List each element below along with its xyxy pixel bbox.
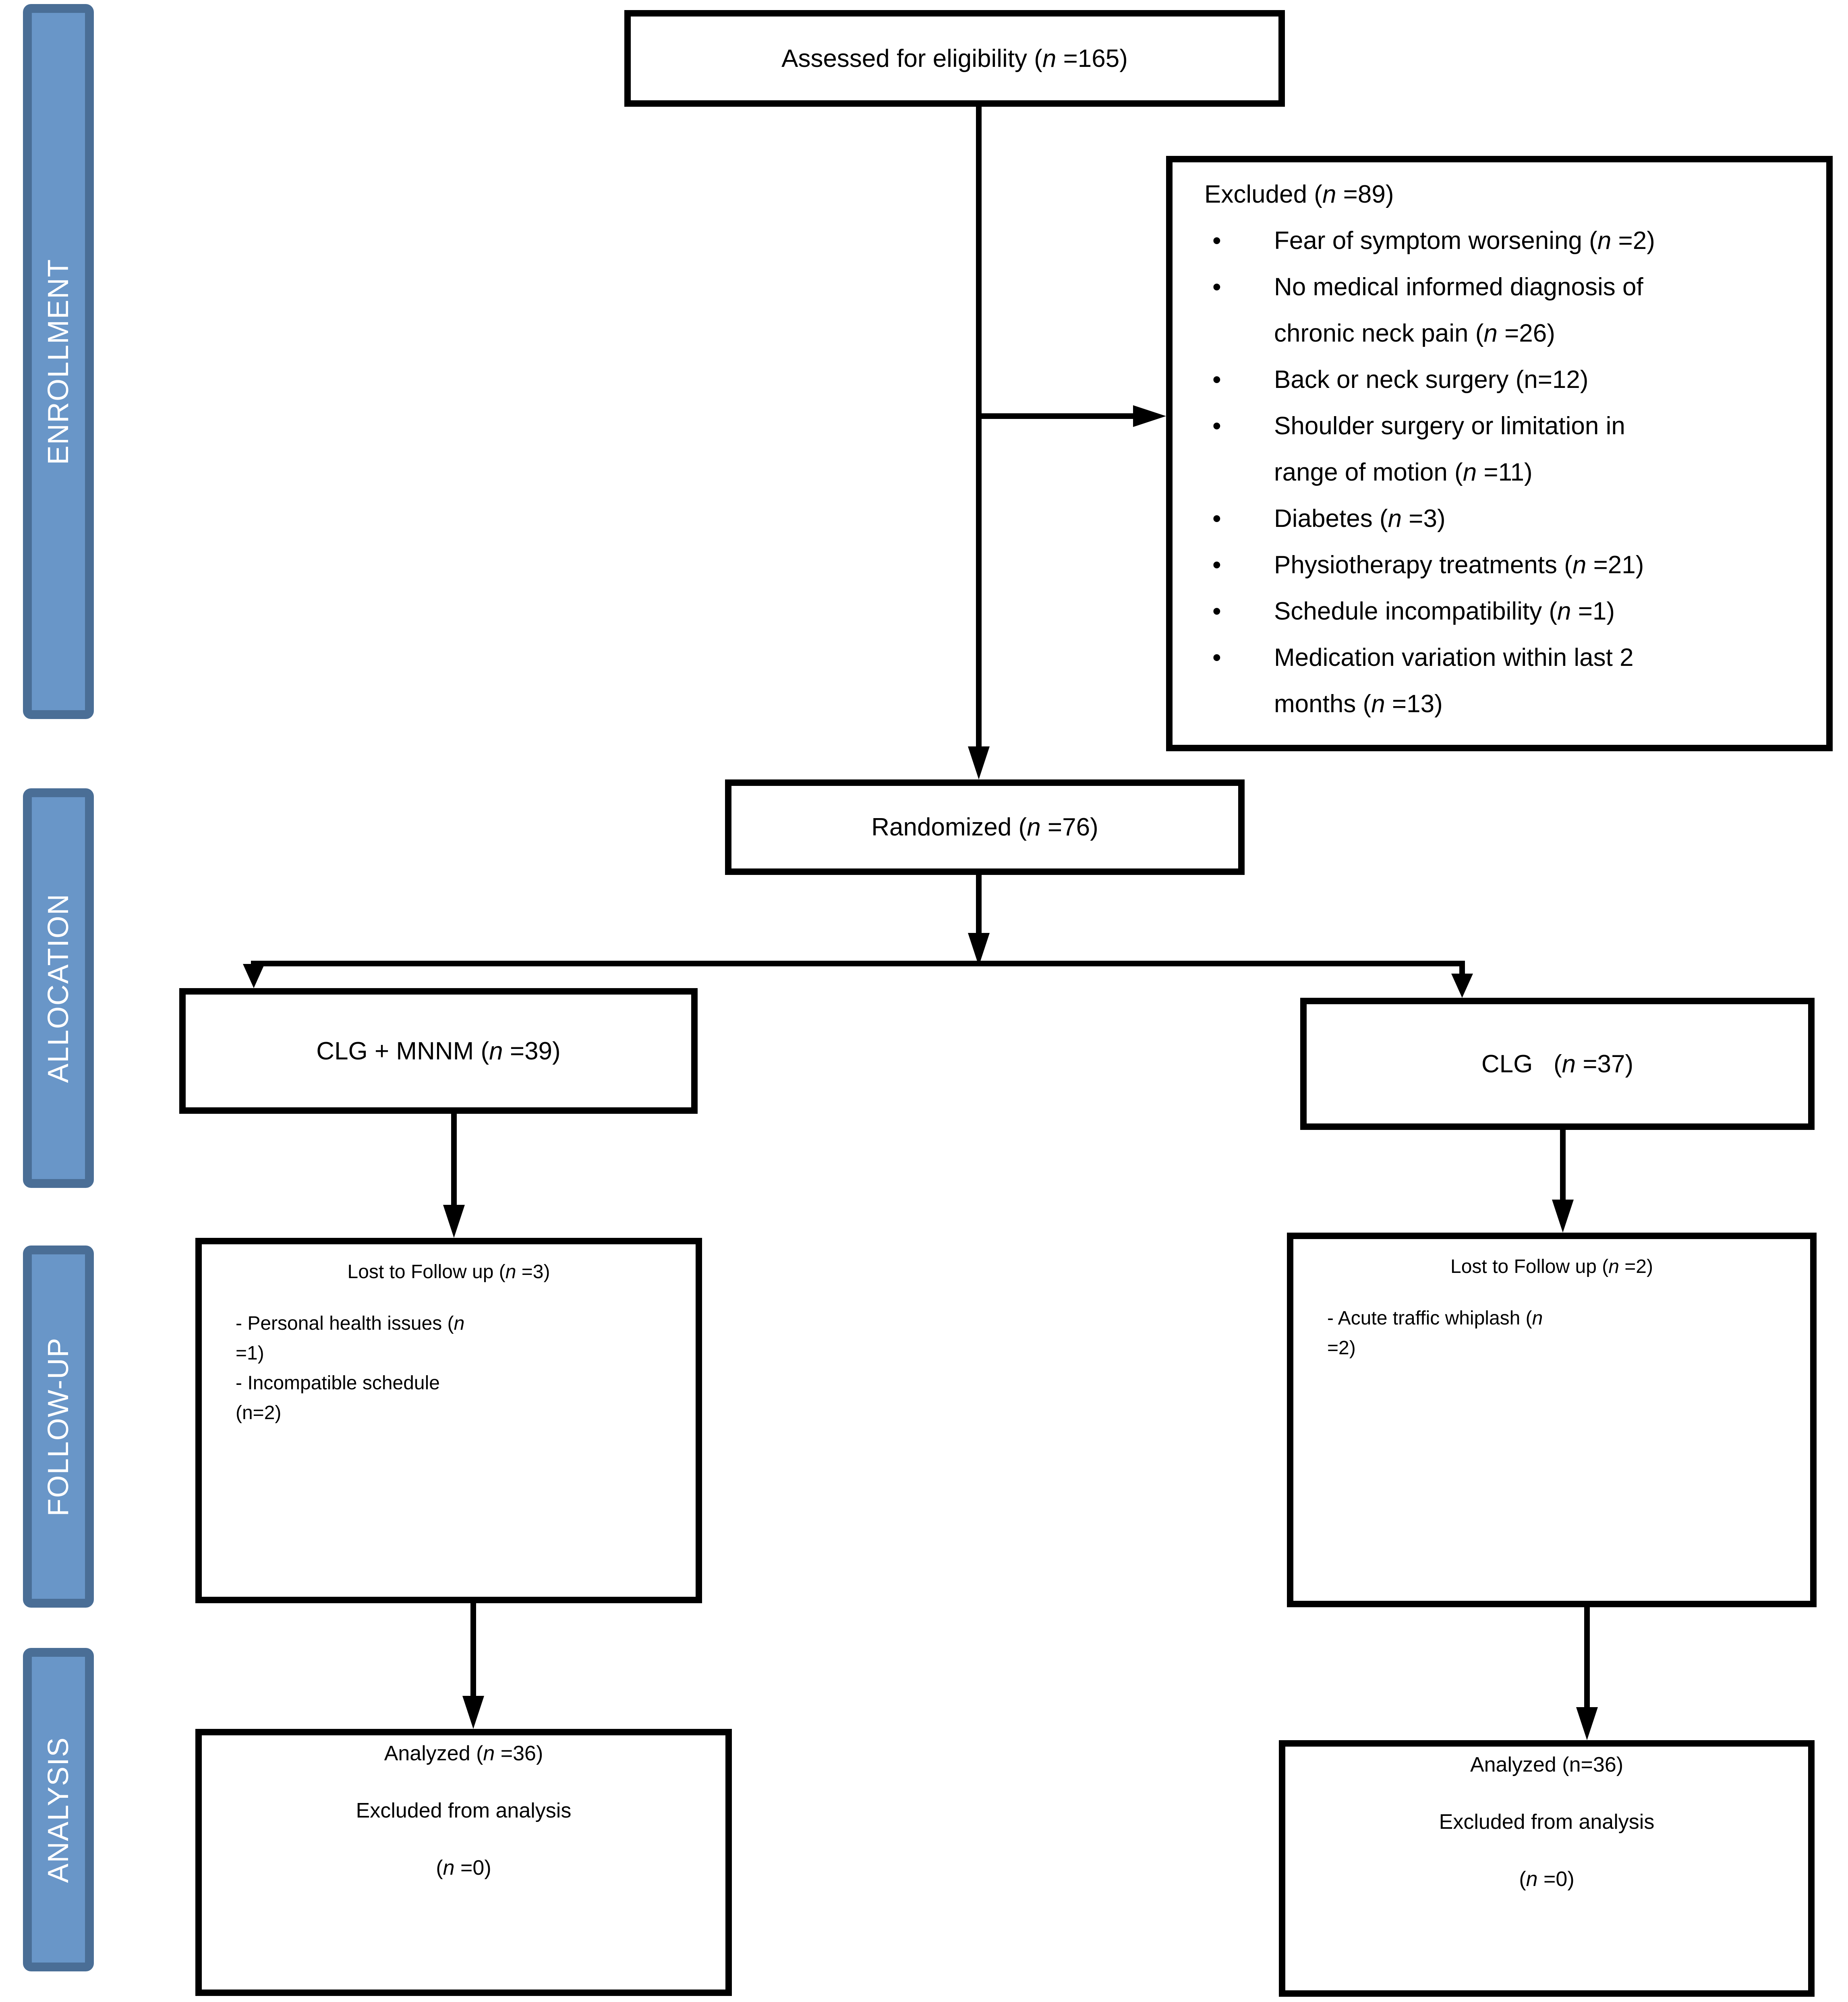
stage-label-followup: FOLLOW-UP: [42, 1337, 75, 1516]
sidebar-stage-enrollment: ENROLLMENT: [23, 4, 94, 719]
arrowhead-into-randomized: [968, 746, 990, 779]
bullet-icon: •: [1212, 505, 1221, 533]
excluded-item-line: Medication variation within last 2: [1274, 644, 1634, 671]
stage-label-allocation: ALLOCATION: [42, 893, 75, 1083]
excluded-item-line: range of motion (n =11): [1274, 458, 1533, 486]
randomized-label: Randomized (n =76): [871, 813, 1098, 841]
bullet-icon: •: [1212, 597, 1221, 625]
followup-left-item-line: - Incompatible schedule: [236, 1372, 440, 1394]
followup-left-box: Lost to Follow up (n =3) - Personal heal…: [195, 1238, 702, 1603]
excluded-item-line: chronic neck pain (n =26): [1274, 319, 1555, 347]
clg-box: CLG (n =37): [1300, 998, 1815, 1130]
randomized-box: Randomized (n =76): [725, 779, 1245, 875]
clg-label: CLG (n =37): [1481, 1050, 1634, 1078]
bullet-icon: •: [1212, 412, 1221, 440]
analysis-left-box: Analyzed (n =36) Excluded from analysis …: [195, 1729, 732, 1996]
excluded-item: • Back or neck surgery (n=12): [1204, 356, 1810, 403]
connector-clg-to-followup: [1560, 1130, 1566, 1202]
analyzed-right-label: Analyzed (n=36): [1470, 1753, 1624, 1776]
followup-left-title: Lost to Follow up (n =3): [347, 1261, 550, 1283]
assessed-label: Assessed for eligibility (n =165): [781, 44, 1128, 73]
excluded-box: Excluded (n =89) • Fear of symptom worse…: [1166, 156, 1833, 751]
excluded-item: • Medication variation within last 2 mon…: [1204, 634, 1810, 727]
excluded-item-line: Diabetes (n =3): [1274, 505, 1446, 533]
arrowhead-into-excluded: [1133, 405, 1166, 427]
sidebar-stage-followup: FOLLOW-UP: [23, 1246, 94, 1608]
arrowhead-into-followup-right: [1552, 1200, 1574, 1233]
excluded-item-line: Physiotherapy treatments (n =21): [1274, 551, 1644, 579]
excluded-item-line: Fear of symptom worsening (n =2): [1274, 227, 1655, 255]
connector-to-excluded: [979, 413, 1136, 419]
sidebar-stage-analysis: ANALYSIS: [23, 1648, 94, 1971]
clg-mnnm-label: CLG + MNNM (n =39): [316, 1037, 561, 1065]
bullet-icon: •: [1212, 551, 1221, 579]
arrowhead-into-split: [968, 933, 990, 966]
excluded-item-line: Back or neck surgery (n=12): [1274, 366, 1589, 394]
connector-followup-to-analysis-left: [470, 1603, 476, 1697]
followup-right-item-line: =2): [1327, 1337, 1356, 1359]
clg-mnnm-box: CLG + MNNM (n =39): [179, 988, 698, 1114]
excluded-item: • Diabetes (n =3): [1204, 495, 1810, 542]
excluded-item-line: Shoulder surgery or limitation in: [1274, 412, 1625, 440]
connector-randomized-to-split: [976, 875, 982, 935]
followup-right-box: Lost to Follow up (n =2) - Acute traffic…: [1287, 1233, 1817, 1607]
bullet-icon: •: [1212, 227, 1221, 255]
stage-label-enrollment: ENROLLMENT: [42, 258, 75, 465]
connector-split-line: [251, 961, 1465, 966]
analysis-left-n-label: (n =0): [436, 1856, 491, 1880]
excluded-item-line: Schedule incompatibility (n =1): [1274, 597, 1615, 625]
connector-clg-mnnm-to-followup: [451, 1114, 457, 1206]
arrowhead-into-analysis-left: [462, 1696, 484, 1729]
stage-label-analysis: ANALYSIS: [42, 1737, 75, 1883]
arrowhead-into-analysis-right: [1576, 1707, 1598, 1740]
analysis-right-n-label: (n =0): [1519, 1867, 1575, 1891]
followup-right-item-line: - Acute traffic whiplash (n: [1327, 1308, 1543, 1329]
bullet-icon: •: [1212, 644, 1221, 671]
excluded-item: • Schedule incompatibility (n =1): [1204, 588, 1810, 634]
connector-split-to-clg: [1459, 964, 1465, 976]
bullet-icon: •: [1212, 273, 1221, 301]
excluded-item-line: No medical informed diagnosis of: [1274, 273, 1643, 301]
arrowhead-into-followup-left: [443, 1205, 465, 1238]
analysis-left-excluded-label: Excluded from analysis: [356, 1799, 572, 1822]
excluded-item: • Fear of symptom worsening (n =2): [1204, 218, 1810, 264]
arrowhead-into-clg: [1451, 974, 1473, 998]
excluded-item: • Shoulder surgery or limitation in rang…: [1204, 403, 1810, 495]
excluded-item: • Physiotherapy treatments (n =21): [1204, 542, 1810, 588]
analyzed-left-label: Analyzed (n =36): [384, 1742, 543, 1765]
excluded-title: Excluded (n =89): [1204, 180, 1394, 208]
connector-assessed-to-randomized: [976, 105, 982, 749]
analysis-right-excluded-label: Excluded from analysis: [1439, 1810, 1655, 1834]
excluded-item: • No medical informed diagnosis of chron…: [1204, 264, 1810, 356]
followup-right-title: Lost to Follow up (n =2): [1450, 1256, 1653, 1277]
excluded-item-line: months (n =13): [1274, 690, 1443, 718]
connector-followup-to-analysis-right: [1584, 1607, 1590, 1715]
arrowhead-into-clg-mnnm: [243, 964, 265, 988]
followup-left-item-line: - Personal health issues (n: [236, 1313, 465, 1334]
followup-left-item-line: =1): [236, 1343, 264, 1364]
analysis-right-box: Analyzed (n=36) Excluded from analysis (…: [1279, 1740, 1815, 1997]
followup-left-item-line: (n=2): [236, 1402, 282, 1424]
bullet-icon: •: [1212, 366, 1221, 394]
assessed-box: Assessed for eligibility (n =165): [624, 10, 1285, 107]
sidebar-stage-allocation: ALLOCATION: [23, 788, 94, 1188]
